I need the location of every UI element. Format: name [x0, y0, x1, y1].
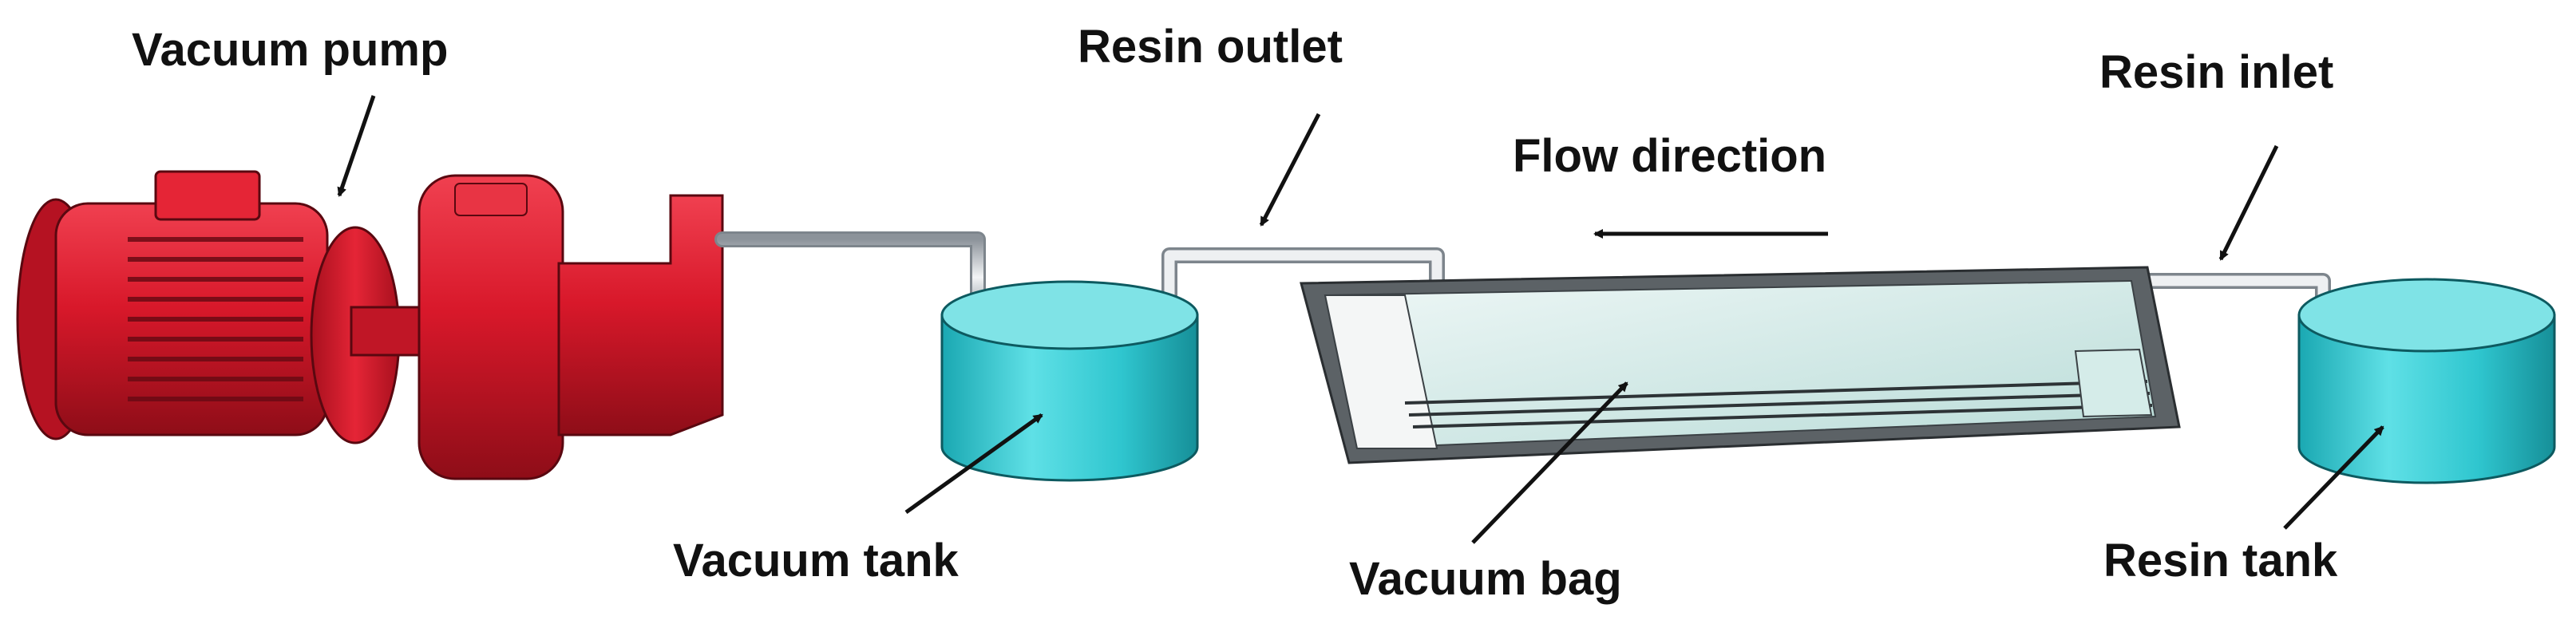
label-resin-tank: Resin tank — [2103, 535, 2338, 587]
label-resin-inlet: Resin inlet — [2099, 46, 2333, 98]
resin-inlet-leader — [2218, 144, 2279, 261]
label-flow-direction: Flow direction — [1513, 130, 1826, 182]
vacuum-pump-leader — [337, 95, 376, 197]
label-resin-outlet: Resin outlet — [1078, 21, 1343, 73]
label-vacuum-bag: Vacuum bag — [1349, 553, 1622, 605]
resin-tank-leader — [2283, 425, 2384, 530]
leader-arrows — [337, 95, 2384, 544]
label-vacuum-pump: Vacuum pump — [132, 24, 448, 76]
vacuum-bag-mold — [1300, 266, 2181, 464]
resin-outlet-leader — [1259, 113, 1321, 227]
label-vacuum-tank: Vacuum tank — [673, 535, 960, 587]
resin-tank — [2297, 278, 2556, 484]
vacuum-tank — [940, 280, 1199, 482]
vacuum-bag-leader — [1471, 381, 1628, 544]
vacuum-pump — [16, 170, 724, 480]
vacuum-tank-leader — [904, 413, 1043, 515]
